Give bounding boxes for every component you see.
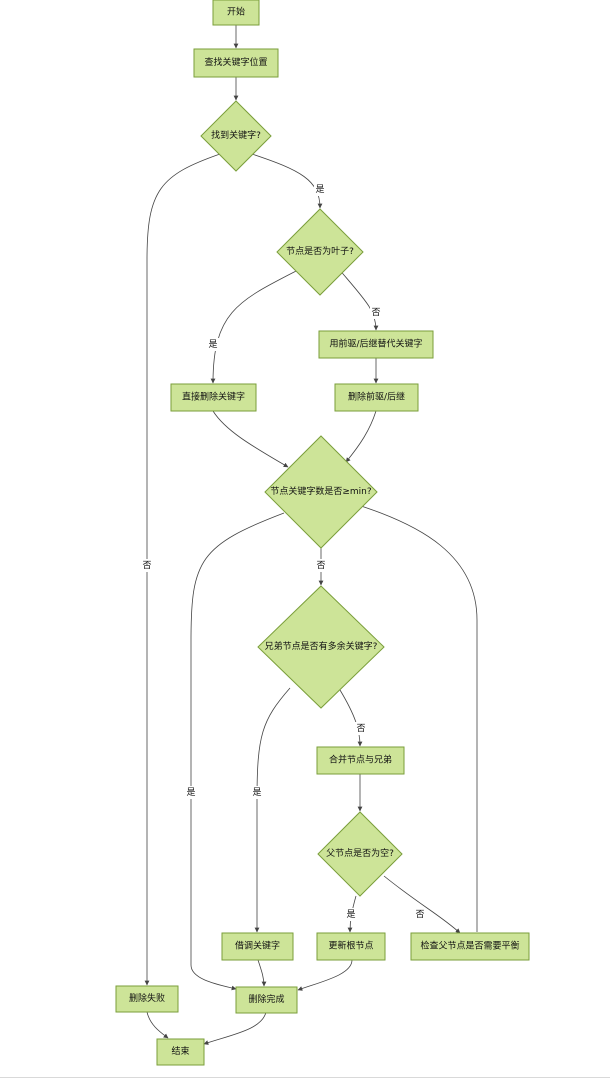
svg-text:兄弟节点是否有多余关键字?: 兄弟节点是否有多余关键字? [265,640,378,652]
edge-sibling-merge [339,689,363,747]
svg-text:开始: 开始 [227,6,245,18]
edge-done-end [203,1011,267,1045]
svg-text:更新根节点: 更新根节点 [328,940,373,952]
svg-text:是: 是 [186,787,195,798]
label-sibling-no: 否 [355,722,367,735]
svg-text:节点是否为叶子?: 节点是否为叶子? [286,245,354,257]
label-parent-no: 否 [414,908,426,921]
label-leaf-no: 否 [370,306,382,319]
label-count-no: 否 [315,559,327,572]
label-found-no: 否 [141,559,153,572]
svg-text:是: 是 [252,787,261,798]
node-replace[interactable]: 用前驱/后继替代关键字 [318,330,434,359]
svg-text:删除失败: 删除失败 [129,992,165,1004]
label-leaf-yes: 是 [207,338,219,351]
node-key-count-decision[interactable]: 节点关键字数是否≥min? [264,435,378,549]
svg-text:结束: 结束 [171,1045,189,1057]
node-delete-direct[interactable]: 直接删除关键字 [170,383,257,412]
svg-text:借调关键字: 借调关键字 [235,940,280,952]
node-check-parent[interactable]: 检查父节点是否需要平衡 [410,932,530,961]
edge-borrow-done [257,959,267,987]
edge-parent-check [383,875,461,934]
edge-keycount-done [190,512,285,991]
node-done[interactable]: 删除完成 [235,986,298,1014]
node-start[interactable]: 开始 [212,0,260,26]
svg-text:找到关键字?: 找到关键字? [211,129,261,141]
page-bottom-divider [0,1077,610,1078]
svg-text:查找关键字位置: 查找关键字位置 [204,56,267,68]
edge-check-keycount [357,504,478,932]
svg-text:删除前驱/后继: 删除前驱/后继 [348,391,405,403]
node-merge[interactable]: 合并节点与兄弟 [316,746,405,775]
edge-deletepred-keycount [345,410,377,463]
edge-isleaf-direct [210,267,303,384]
svg-text:合并节点与兄弟: 合并节点与兄弟 [329,754,392,766]
svg-text:检查父节点是否需要平衡: 检查父节点是否需要平衡 [420,940,519,952]
node-is-leaf-decision[interactable]: 节点是否为叶子? [276,208,364,296]
svg-text:是: 是 [208,339,217,350]
label-sibling-yes: 是 [251,786,263,799]
edge-isleaf-replace [337,267,379,331]
label-count-yes: 是 [185,786,197,799]
edge-fail-end [146,1011,169,1039]
svg-text:否: 否 [316,560,325,571]
edge-direct-keycount [212,410,289,468]
svg-text:否: 否 [371,307,380,318]
node-borrow[interactable]: 借调关键字 [221,932,294,961]
edge-labels: 是 否 是 否 是 否 是 否 [141,183,426,921]
label-parent-yes: 是 [345,908,357,921]
node-end[interactable]: 结束 [156,1038,205,1066]
svg-text:直接删除关键字: 直接删除关键字 [182,391,245,403]
node-delete-pred[interactable]: 删除前驱/后继 [334,383,419,412]
edge-found-fail [144,153,221,986]
svg-text:否: 否 [142,560,151,571]
node-sibling-decision[interactable]: 兄弟节点是否有多余关键字? [257,585,385,709]
label-found-yes: 是 [314,183,326,196]
svg-text:否: 否 [415,909,424,920]
svg-text:用前驱/后继替代关键字: 用前驱/后继替代关键字 [329,338,422,350]
svg-text:是: 是 [346,909,355,920]
edges [144,25,478,1045]
node-parent-empty-decision[interactable]: 父节点是否为空? [317,811,403,897]
node-fail[interactable]: 删除失败 [115,985,179,1013]
edge-sibling-borrow [254,687,291,933]
svg-text:节点关键字数是否≥min?: 节点关键字数是否≥min? [270,485,372,497]
edge-found-isleaf [251,153,323,209]
svg-text:父节点是否为空?: 父节点是否为空? [326,847,394,859]
node-new-root[interactable]: 更新根节点 [316,932,386,961]
svg-text:否: 否 [356,723,365,734]
svg-text:删除完成: 删除完成 [248,993,284,1005]
nodes: 开始 查找关键字位置 找到关键字? 节点是否为叶子? 用前驱/后继替代关键字 直… [115,0,530,1066]
node-found-decision[interactable]: 找到关键字? [200,100,272,172]
svg-text:是: 是 [315,184,324,195]
node-find-key[interactable]: 查找关键字位置 [193,48,279,78]
edge-newroot-done [297,959,353,991]
